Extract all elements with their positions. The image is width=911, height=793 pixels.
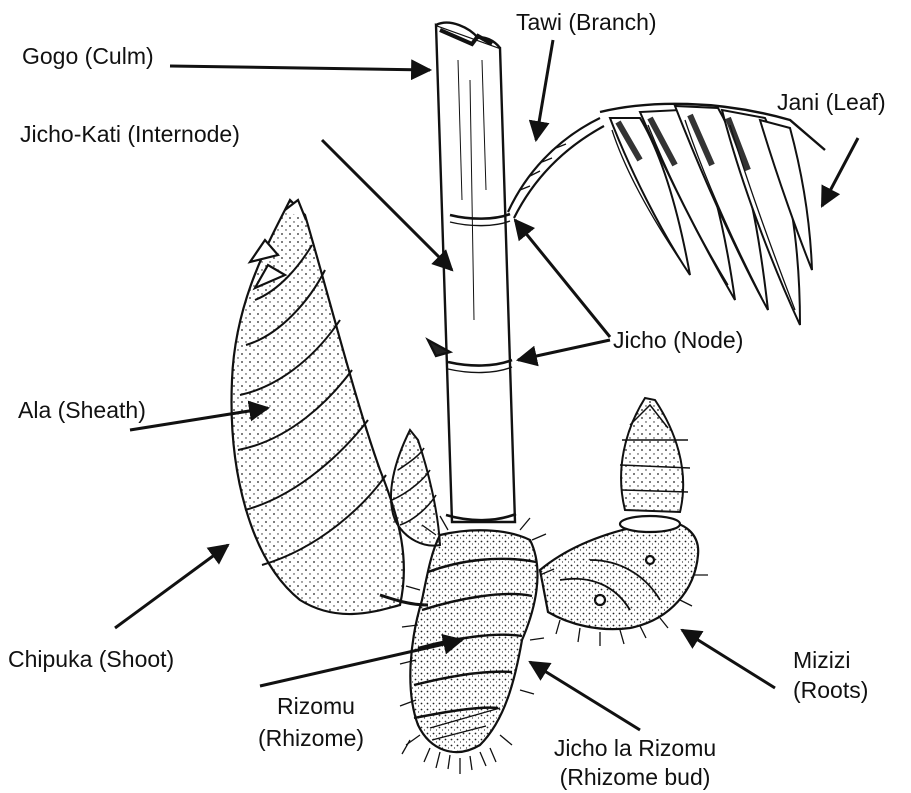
arrow-jani xyxy=(822,138,858,206)
arrow-jicho-upper xyxy=(515,220,610,337)
label-jicho: Jicho (Node) xyxy=(613,326,743,354)
label-jicho-la-rizomu-1: Jicho la Rizomu xyxy=(530,734,740,762)
right-rhizome xyxy=(540,516,708,646)
label-jani: Jani (Leaf) xyxy=(777,88,886,116)
right-shoot xyxy=(620,398,690,512)
arrow-gogo xyxy=(170,66,430,70)
label-tawi: Tawi (Branch) xyxy=(516,8,657,36)
arrow-chipuka xyxy=(115,545,228,628)
label-rizomu-2: (Rhizome) xyxy=(246,724,376,752)
label-gogo: Gogo (Culm) xyxy=(22,42,154,70)
large-shoot xyxy=(232,200,428,614)
arrow-jicho-la-rizomu xyxy=(530,662,640,730)
arrow-jicho-lower xyxy=(518,340,610,360)
label-jicho-la-rizomu-2: (Rhizome bud) xyxy=(530,763,740,791)
label-rizomu-1: Rizomu xyxy=(256,692,376,720)
label-chipuka: Chipuka (Shoot) xyxy=(8,645,174,673)
culm xyxy=(428,23,516,522)
leaf-cluster xyxy=(600,104,825,325)
branch xyxy=(508,118,604,218)
arrow-mizizi xyxy=(682,630,775,688)
arrow-tawi xyxy=(536,40,553,140)
label-ala: Ala (Sheath) xyxy=(18,396,146,424)
label-mizizi-2: (Roots) xyxy=(793,676,868,704)
label-mizizi-1: Mizizi xyxy=(793,646,851,674)
culm-body xyxy=(436,25,515,522)
arrow-jicho-kati xyxy=(322,140,452,270)
label-jicho-kati: Jicho-Kati (Internode) xyxy=(20,120,240,148)
